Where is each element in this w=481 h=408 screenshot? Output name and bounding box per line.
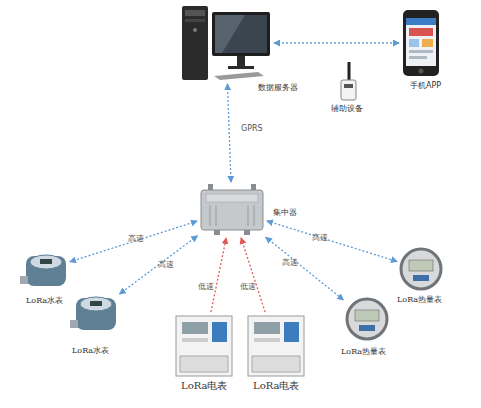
fin: [248, 205, 249, 226]
water-meter-node: LoRa水表: [20, 252, 68, 288]
phone-line: [409, 50, 433, 53]
heat-meter-node: LoRa热量表: [399, 247, 443, 291]
water-meter-body: [76, 298, 116, 330]
edge-label: GPRS: [241, 124, 263, 134]
node-label: 手机APP: [410, 81, 441, 91]
water-meter-pipe: [70, 320, 78, 328]
edge-label: 低速: [198, 282, 214, 292]
electric-meter-text: [182, 338, 208, 342]
concentrator-lid: [206, 194, 258, 202]
electric-meter-label: [212, 322, 227, 342]
fin: [210, 205, 211, 226]
phone-line: [409, 56, 427, 59]
monitor-screen: [215, 15, 267, 53]
electric-meter-terminal: [252, 356, 300, 372]
node-label: LoRa热量表: [341, 347, 386, 357]
connector-stub: [208, 184, 213, 190]
fin: [216, 205, 217, 226]
dotted-connector: [266, 237, 344, 300]
electric-meter-body: [248, 316, 304, 376]
heat-meter-label: [413, 275, 429, 281]
node-label: 集中器: [273, 208, 297, 218]
electric-meter-node: LoRa电表: [175, 314, 233, 377]
edge-label: 高速: [128, 234, 144, 244]
connector-stub: [214, 230, 220, 235]
aux-panel: [344, 84, 353, 88]
electric-meter-node: LoRa电表: [247, 314, 305, 377]
edge-label: 高速: [312, 233, 328, 243]
server-node: 数据服务器: [180, 4, 272, 82]
dotted-connector: [120, 236, 198, 294]
monitor-base: [228, 66, 254, 69]
pc-tower: [182, 6, 208, 80]
node-label: LoRa水表: [72, 346, 109, 356]
node-label: LoRa热量表: [397, 295, 442, 305]
heat-meter-body: [347, 299, 387, 339]
dotted-connector: [274, 42, 399, 43]
pc-button: [193, 28, 197, 32]
pc-drive: [185, 19, 205, 22]
dotted-connector: [211, 238, 226, 312]
phone-icon: [422, 39, 433, 47]
water-meter-dial: [80, 297, 112, 311]
screen-glare: [215, 15, 245, 53]
water-meter-body: [26, 256, 66, 286]
fin: [254, 205, 255, 226]
heat-meter-display: [409, 260, 433, 271]
phone-header: [406, 18, 436, 25]
concentrator-body: [201, 190, 263, 230]
concentrator-node: 集中器: [199, 184, 265, 236]
electric-meter-text: [254, 338, 280, 342]
node-label: LoRa电表: [181, 380, 227, 392]
heat-meter-node: LoRa热量表: [345, 297, 389, 341]
aux-device-node: 辅助设备: [338, 60, 358, 102]
edge-label: 低速: [240, 282, 256, 292]
water-meter-pipe: [20, 276, 28, 284]
water-meter-dial: [30, 255, 62, 269]
electric-meter-body: [176, 316, 232, 376]
phone-banner: [409, 28, 433, 36]
water-meter-display: [90, 301, 102, 306]
water-meter-display: [40, 259, 52, 264]
connector-stub: [251, 184, 256, 190]
edge-label: 高速: [282, 258, 298, 268]
electric-meter-terminal: [180, 356, 228, 372]
phone-icon: [409, 39, 419, 47]
electric-meter-label: [284, 322, 299, 342]
dotted-connector: [241, 238, 265, 312]
phone-body: [403, 10, 439, 76]
heat-meter-body: [401, 249, 441, 289]
aux-body: [341, 80, 356, 100]
node-label: LoRa电表: [253, 380, 299, 392]
node-label: LoRa水表: [26, 296, 63, 306]
phone-button: [419, 69, 424, 74]
electric-meter-display: [182, 322, 208, 334]
node-label: 辅助设备: [331, 104, 363, 114]
monitor-frame: [212, 12, 270, 56]
dotted-connector: [267, 221, 397, 262]
node-label: 数据服务器: [258, 83, 298, 93]
water-meter-node: LoRa水表: [70, 294, 118, 332]
dotted-connector: [70, 221, 197, 262]
edge-label: 高速: [158, 260, 174, 270]
heat-meter-label: [359, 325, 375, 331]
dotted-connector: [227, 84, 231, 182]
monitor-stand: [237, 56, 245, 66]
pc-drive: [185, 10, 205, 16]
heat-meter-display: [355, 310, 379, 321]
connector-stub: [244, 230, 250, 235]
phone-node: 手机APP: [401, 8, 441, 78]
phone-screen: [406, 18, 436, 66]
antenna: [348, 62, 351, 82]
keyboard: [214, 72, 264, 80]
electric-meter-display: [254, 322, 280, 334]
